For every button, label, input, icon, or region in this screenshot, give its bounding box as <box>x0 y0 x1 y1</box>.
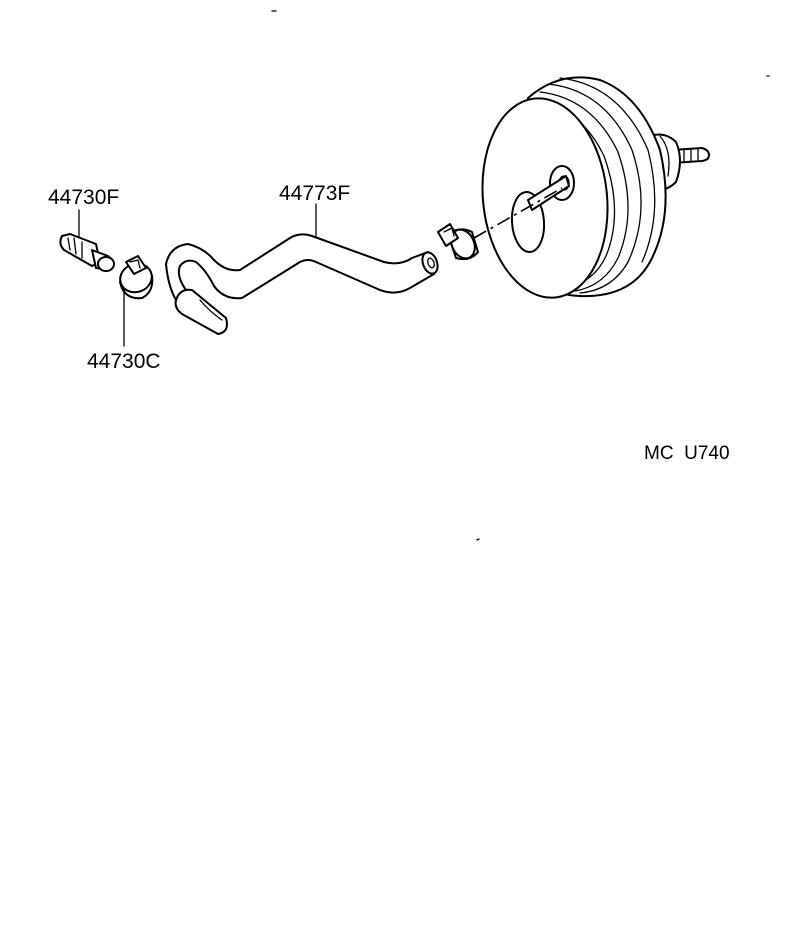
booster-side-clamp <box>437 223 479 261</box>
hose-label: 44773F <box>279 182 350 205</box>
brake-booster <box>481 76 710 299</box>
scan-specks <box>271 10 770 541</box>
clamp-label: 44730C <box>87 350 161 373</box>
diagram-code: MC U740 <box>644 443 730 464</box>
vacuum-hose <box>165 233 439 335</box>
check-valve <box>59 233 115 272</box>
clamp <box>119 255 154 300</box>
assembly-centerline <box>473 187 563 239</box>
leader-lines <box>78 203 317 347</box>
check-valve-label: 44730F <box>48 186 119 209</box>
